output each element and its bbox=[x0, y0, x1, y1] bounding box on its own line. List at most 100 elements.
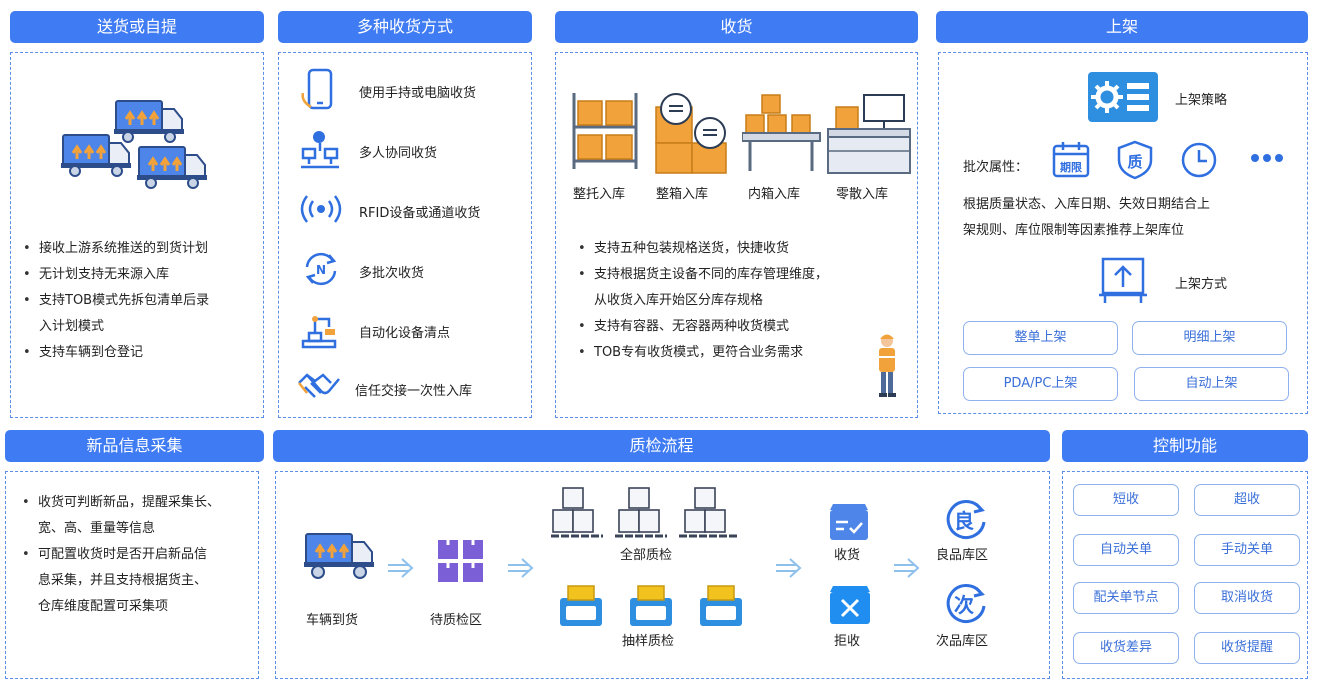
qc-header: 质检流程 bbox=[273, 430, 1050, 462]
cancel-receive-button[interactable]: 取消收货 bbox=[1194, 582, 1300, 614]
flow-arrow-icon bbox=[508, 558, 534, 578]
flow-arrow-icon bbox=[776, 558, 802, 578]
carton-chat-icon bbox=[655, 93, 727, 174]
list-item: 支持五种包装规格送货，快捷收货 bbox=[576, 236, 896, 262]
list-item: 支持根据货主设备不同的库存管理维度， bbox=[576, 262, 896, 288]
delivery-header: 送货或自提 bbox=[10, 11, 264, 43]
putaway-panel: 上架策略 批次属性： 期限 质 根据质量状态、入库日期、失效日期结合上 架规则、… bbox=[938, 52, 1308, 414]
pda-pc-putaway-button[interactable]: PDA/PC上架 bbox=[963, 367, 1118, 401]
defect-zone-icon: 次 bbox=[946, 584, 986, 623]
full-inspection-label: 全部质检 bbox=[620, 548, 673, 563]
receiving-bullets: 支持五种包装规格送货，快捷收货 支持根据货主设备不同的库存管理维度， 从收货入库… bbox=[576, 236, 896, 366]
close-node-config-button[interactable]: 配关单节点 bbox=[1073, 582, 1179, 614]
batch-attr-label: 批次属性： bbox=[963, 160, 1029, 175]
defect-zone-char: 次 bbox=[954, 593, 974, 617]
sample-inspection-boxes-icon bbox=[560, 585, 742, 626]
more-icon bbox=[1251, 154, 1283, 162]
quality-shield-icon: 质 bbox=[1117, 140, 1153, 180]
putaway-shelf-icon bbox=[1099, 257, 1147, 303]
pallet-shelf-icon bbox=[572, 93, 638, 169]
svg-text:N: N bbox=[316, 263, 326, 277]
receive-check-icon bbox=[830, 504, 868, 540]
method-label: 信任交接一次性入库 bbox=[355, 384, 473, 399]
handshake-icon bbox=[298, 373, 340, 398]
method-label: RFID设备或通道收货 bbox=[359, 206, 481, 221]
flow-arrow-icon bbox=[894, 558, 920, 578]
putaway-method-label: 上架方式 bbox=[1175, 277, 1228, 292]
delivery-bullets: 接收上游系统推送的到货计划 无计划支持无来源入库 支持TOB模式先拆包清单后录 … bbox=[21, 236, 261, 366]
method-label: 多人协同收货 bbox=[359, 146, 438, 161]
receive-type-label: 零散入库 bbox=[836, 187, 889, 202]
list-item: TOB专有收货模式，更符合业务需求 bbox=[576, 340, 896, 366]
defect-zone-label: 次品库区 bbox=[936, 634, 989, 649]
receiving-header: 收货 bbox=[555, 11, 918, 43]
worker-icon bbox=[879, 334, 896, 397]
control-panel: 短收 超收 自动关单 手动关单 配关单节点 取消收货 收货差异 收货提醒 bbox=[1062, 471, 1308, 679]
qc-panel: 车辆到货 待质检区 全部质检 抽样质检 bbox=[275, 471, 1050, 679]
reject-label: 拒收 bbox=[834, 634, 861, 649]
putaway-header: 上架 bbox=[936, 11, 1308, 43]
full-inspection-boxes-icon bbox=[551, 487, 739, 538]
list-item: 支持有容器、无容器两种收货模式 bbox=[576, 314, 896, 340]
list-item: 无计划支持无来源入库 bbox=[21, 262, 261, 288]
team-computer-icon bbox=[301, 131, 339, 169]
method-label: 使用手持或电脑收货 bbox=[359, 86, 477, 101]
inner-box-table-icon bbox=[742, 94, 821, 171]
strategy-label: 上架策略 bbox=[1175, 93, 1228, 108]
good-zone-char: 良 bbox=[954, 509, 974, 533]
list-item: 支持TOB模式先拆包清单后录 bbox=[21, 288, 261, 314]
list-item-continuation: 宽、高、重量等信息 bbox=[38, 521, 156, 536]
clock-icon bbox=[1181, 142, 1217, 178]
list-item-continuation: 仓库维度配置可采集项 bbox=[38, 599, 169, 614]
auto-close-button[interactable]: 自动关单 bbox=[1073, 534, 1179, 566]
receive-type-label: 内箱入库 bbox=[748, 187, 801, 202]
list-item-continuation: 息采集，并且支持根据货主、 bbox=[38, 573, 208, 588]
receiving-panel: 整托入库 整箱入库 内箱入库 零散入库 支持五种包装规格送货，快捷收货 支持根据… bbox=[555, 52, 918, 418]
expiry-calendar-icon: 期限 bbox=[1052, 142, 1090, 178]
flow-arrow-icon bbox=[388, 558, 414, 578]
full-order-putaway-button[interactable]: 整单上架 bbox=[963, 321, 1118, 355]
control-header: 控制功能 bbox=[1062, 430, 1308, 462]
sample-inspection-label: 抽样质检 bbox=[622, 634, 675, 649]
quality-text: 质 bbox=[1127, 153, 1142, 171]
short-receive-button[interactable]: 短收 bbox=[1073, 484, 1179, 516]
delivery-trucks-icon bbox=[61, 100, 207, 189]
list-item: 可配置收货时是否开启新品信 bbox=[20, 542, 252, 568]
list-item: 支持车辆到仓登记 bbox=[21, 340, 261, 366]
detail-putaway-button[interactable]: 明细上架 bbox=[1132, 321, 1287, 355]
receive-label: 收货 bbox=[834, 548, 861, 563]
method-label: 多批次收货 bbox=[359, 266, 425, 281]
reject-x-icon bbox=[830, 586, 870, 624]
strategy-settings-icon bbox=[1088, 72, 1158, 122]
methods-header: 多种收货方式 bbox=[278, 11, 532, 43]
rfid-signal-icon bbox=[300, 195, 342, 223]
pending-qc-label: 待质检区 bbox=[430, 613, 483, 628]
manual-close-button[interactable]: 手动关单 bbox=[1194, 534, 1300, 566]
vehicle-truck-icon bbox=[304, 533, 374, 579]
vehicle-arrival-label: 车辆到货 bbox=[306, 613, 359, 628]
receive-diff-button[interactable]: 收货差异 bbox=[1073, 632, 1179, 664]
method-label: 自动化设备清点 bbox=[359, 326, 451, 341]
over-receive-button[interactable]: 超收 bbox=[1194, 484, 1300, 516]
putaway-desc: 架规则、库位限制等因素推荐上架库位 bbox=[963, 223, 1185, 238]
receive-type-label: 整托入库 bbox=[573, 187, 626, 202]
good-zone-label: 良品库区 bbox=[936, 548, 989, 563]
newitem-panel: 收货可判断新品，提醒采集长、 宽、高、重量等信息 可配置收货时是否开启新品信 息… bbox=[5, 471, 259, 679]
newitem-header: 新品信息采集 bbox=[5, 430, 264, 462]
list-item: 接收上游系统推送的到货计划 bbox=[21, 236, 261, 262]
putaway-desc: 根据质量状态、入库日期、失效日期结合上 bbox=[963, 197, 1211, 212]
list-item-continuation: 入计划模式 bbox=[39, 319, 105, 334]
list-item: 收货可判断新品，提醒采集长、 bbox=[20, 490, 252, 516]
auto-putaway-button[interactable]: 自动上架 bbox=[1134, 367, 1289, 401]
expiry-text: 期限 bbox=[1060, 160, 1082, 174]
good-zone-icon: 良 bbox=[946, 500, 986, 539]
loose-counter-icon bbox=[827, 94, 911, 174]
methods-panel: 使用手持或电脑收货 多人协同收货 RFID设备或通道收货 N 多批次收货 自动化… bbox=[278, 52, 532, 418]
list-item-continuation: 从收货入库开始区分库存规格 bbox=[594, 293, 764, 308]
newitem-bullets: 收货可判断新品，提醒采集长、 宽、高、重量等信息 可配置收货时是否开启新品信 息… bbox=[20, 490, 252, 620]
pending-area-icon bbox=[438, 540, 483, 582]
mobile-phone-icon bbox=[301, 68, 333, 110]
receive-type-label: 整箱入库 bbox=[656, 187, 709, 202]
batch-cycle-icon: N bbox=[305, 252, 337, 286]
receive-reminder-button[interactable]: 收货提醒 bbox=[1194, 632, 1300, 664]
